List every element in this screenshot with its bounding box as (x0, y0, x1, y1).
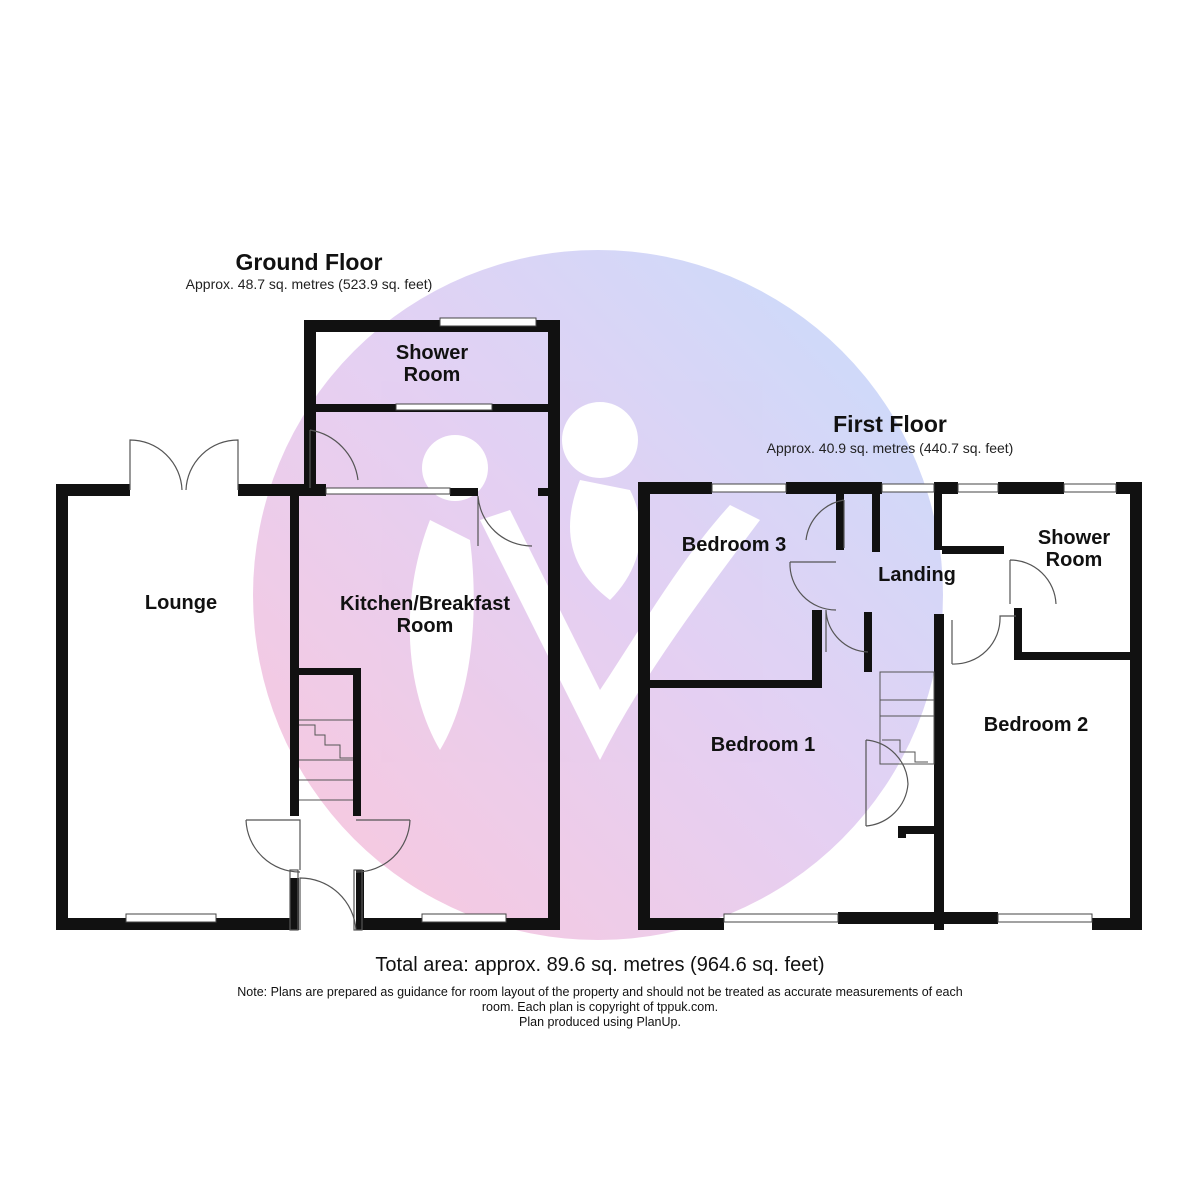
room-first-shower-line1: Shower (1038, 527, 1110, 549)
room-first-shower-line2: Room (1046, 549, 1103, 571)
room-bedroom1: Bedroom 1 (711, 734, 815, 756)
total-area: Total area: approx. 89.6 sq. metres (964… (375, 954, 824, 976)
note-line-2: room. Each plan is copyright of tppuk.co… (482, 1000, 718, 1014)
first-floor-title: First Floor (833, 411, 947, 437)
note-line-3: Plan produced using PlanUp. (519, 1015, 681, 1029)
room-landing: Landing (878, 564, 956, 586)
ground-floor-plan (56, 317, 560, 931)
ground-floor-title: Ground Floor (236, 249, 383, 275)
room-kitchen-line1: Kitchen/Breakfast (340, 593, 510, 615)
room-bedroom2: Bedroom 2 (984, 714, 1088, 736)
room-ground-shower-line2: Room (404, 364, 461, 386)
room-bedroom3: Bedroom 3 (682, 534, 786, 556)
room-ground-shower-line1: Shower (396, 342, 468, 364)
watermark-logo (253, 250, 943, 940)
first-floor-area: Approx. 40.9 sq. metres (440.7 sq. feet) (767, 440, 1014, 456)
note-line-1: Note: Plans are prepared as guidance for… (237, 985, 962, 999)
room-kitchen-line2: Room (397, 615, 454, 637)
room-lounge: Lounge (145, 592, 217, 614)
ground-floor-area: Approx. 48.7 sq. metres (523.9 sq. feet) (186, 276, 433, 292)
first-floor-plan (638, 482, 1142, 930)
